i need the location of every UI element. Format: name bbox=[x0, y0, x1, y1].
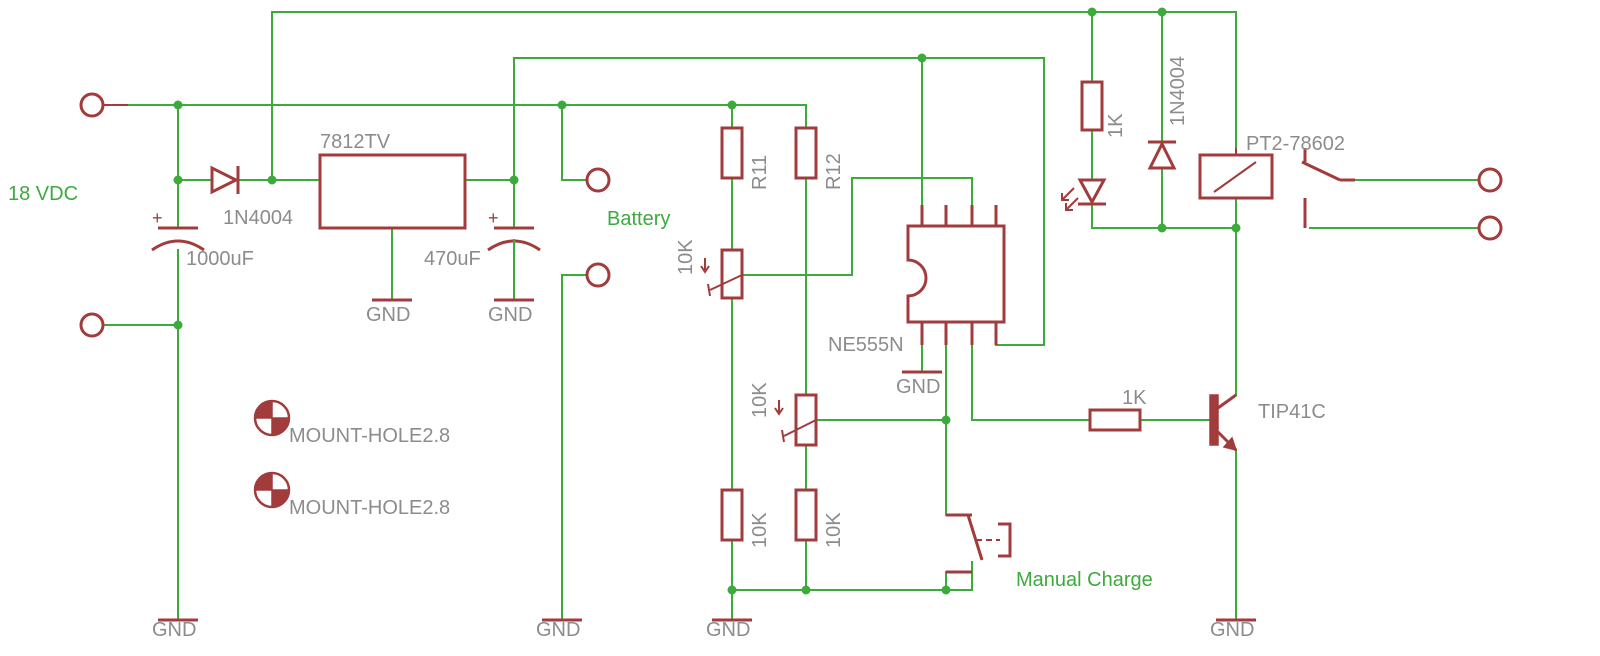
label-plus-output: + bbox=[488, 208, 499, 228]
terminal-relay-com bbox=[1477, 215, 1503, 241]
wire-555-out bbox=[971, 324, 1091, 421]
gnd-symbols bbox=[158, 298, 1256, 622]
junction-dot bbox=[727, 585, 737, 595]
junction-dot bbox=[917, 53, 927, 63]
mount-hole-1 bbox=[253, 399, 291, 437]
label-relay: PT2-78602 bbox=[1246, 133, 1345, 155]
junctions bbox=[173, 7, 1241, 595]
wire-bottom-bus bbox=[731, 561, 973, 591]
junction-dot bbox=[941, 415, 951, 425]
junction-dot bbox=[801, 585, 811, 595]
wire-pot2-wiper bbox=[817, 419, 947, 516]
label-gnd: GND bbox=[366, 304, 410, 326]
wire-pot1-wiper bbox=[741, 177, 973, 276]
label-r-bottom-left: 10K bbox=[749, 512, 771, 548]
label-mount-hole-2: MOUNT-HOLE2.8 bbox=[289, 497, 450, 519]
junction-dot bbox=[1087, 7, 1097, 17]
junction-dot bbox=[1231, 223, 1241, 233]
label-diode-relay: 1N4004 bbox=[1167, 56, 1189, 126]
junction-dot bbox=[173, 320, 183, 330]
label-cap-output: 470uF bbox=[424, 248, 481, 270]
resistor-led bbox=[1080, 80, 1104, 132]
label-plus-input: + bbox=[152, 208, 163, 228]
diode-input bbox=[210, 165, 240, 195]
capacitor-output bbox=[487, 226, 541, 301]
label-cap-input: 1000uF bbox=[186, 248, 254, 270]
resistor-bottom-left bbox=[720, 488, 744, 542]
terminal-battery-neg bbox=[585, 262, 611, 288]
junction-dot bbox=[509, 175, 519, 185]
label-battery: Battery bbox=[607, 208, 670, 230]
label-regulator: 7812TV bbox=[320, 131, 391, 153]
wire-vcc-rail bbox=[513, 57, 1045, 346]
wires bbox=[104, 11, 1479, 621]
wire-battery-pos bbox=[561, 104, 587, 181]
label-diode-input: 1N4004 bbox=[223, 207, 293, 229]
junction-dot bbox=[727, 100, 737, 110]
relay-contacts bbox=[1301, 148, 1355, 228]
label-r11: R11 bbox=[749, 155, 771, 190]
terminal-supply-neg bbox=[79, 312, 105, 338]
junction-dot bbox=[173, 100, 183, 110]
label-gnd: GND bbox=[706, 619, 750, 641]
resistor-r11 bbox=[720, 126, 744, 180]
relay-coil bbox=[1198, 148, 1274, 200]
mount-hole-2 bbox=[253, 471, 291, 509]
label-gnd: GND bbox=[536, 619, 580, 641]
label-gnd: GND bbox=[896, 376, 940, 398]
potentiometer-top bbox=[700, 248, 744, 300]
wire-battery-neg bbox=[561, 274, 587, 621]
junction-dot bbox=[1157, 223, 1167, 233]
label-transistor: TIP41C bbox=[1258, 401, 1326, 423]
label-gnd: GND bbox=[488, 304, 532, 326]
resistor-bottom-right bbox=[794, 488, 818, 542]
label-pot-top: 10K bbox=[675, 239, 697, 275]
resistor-r12 bbox=[794, 126, 818, 180]
resistor-base bbox=[1088, 408, 1142, 432]
label-gnd: GND bbox=[1210, 619, 1254, 641]
junction-dot bbox=[941, 585, 951, 595]
timer-ne555n bbox=[906, 205, 1006, 345]
label-r12: R12 bbox=[823, 153, 845, 190]
label-r-led: 1K bbox=[1105, 113, 1127, 138]
transistor-tip41c bbox=[1209, 393, 1238, 452]
junction-dot bbox=[1157, 7, 1167, 17]
wire-top-rail bbox=[271, 11, 1237, 179]
label-pot-mid: 10K bbox=[749, 382, 771, 418]
potentiometer-mid bbox=[774, 393, 818, 447]
junction-dot bbox=[267, 175, 277, 185]
label-supply: 18 VDC bbox=[8, 183, 78, 205]
capacitor-input bbox=[151, 226, 205, 252]
labels: 18 VDC Battery Manual Charge 7812TV 1N40… bbox=[8, 56, 1345, 641]
terminal-supply-pos bbox=[79, 92, 105, 118]
label-timer: NE555N bbox=[828, 334, 904, 356]
junction-dot bbox=[173, 175, 183, 185]
led bbox=[1061, 178, 1107, 211]
label-r-base: 1K bbox=[1122, 387, 1147, 409]
label-gnd: GND bbox=[152, 619, 196, 641]
terminal-battery-pos bbox=[585, 167, 611, 193]
regulator-7812tv bbox=[318, 153, 467, 230]
terminals bbox=[79, 92, 1503, 338]
label-manual-charge: Manual Charge bbox=[1016, 569, 1153, 591]
label-mount-hole-1: MOUNT-HOLE2.8 bbox=[289, 425, 450, 447]
switch-manual-charge bbox=[946, 513, 1012, 574]
terminal-relay-no bbox=[1477, 167, 1503, 193]
junction-dot bbox=[557, 100, 567, 110]
label-r-bottom-right: 10K bbox=[823, 512, 845, 548]
diode-relay bbox=[1147, 140, 1177, 170]
